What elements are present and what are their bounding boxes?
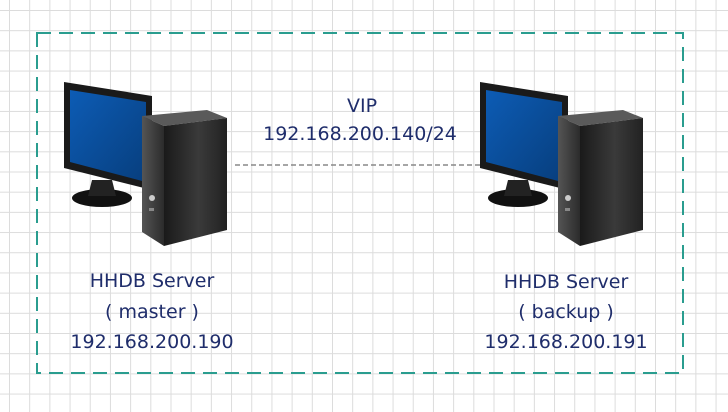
backup-server-ip: 192.168.200.191: [484, 331, 648, 353]
cluster-boundary: [36, 32, 684, 374]
master-server-name: HHDB Server: [89, 270, 215, 292]
backup-server-role: ( backup ): [518, 301, 614, 323]
vip-address: 192.168.200.140/24: [263, 123, 457, 145]
desktop-computer-icon: [480, 82, 643, 246]
vip-label: VIP: [346, 95, 378, 117]
master-server-role: ( master ): [105, 301, 199, 323]
backup-server-name: HHDB Server: [503, 271, 629, 293]
desktop-computer-icon: [64, 82, 227, 246]
master-server-ip: 192.168.200.190: [70, 331, 234, 353]
